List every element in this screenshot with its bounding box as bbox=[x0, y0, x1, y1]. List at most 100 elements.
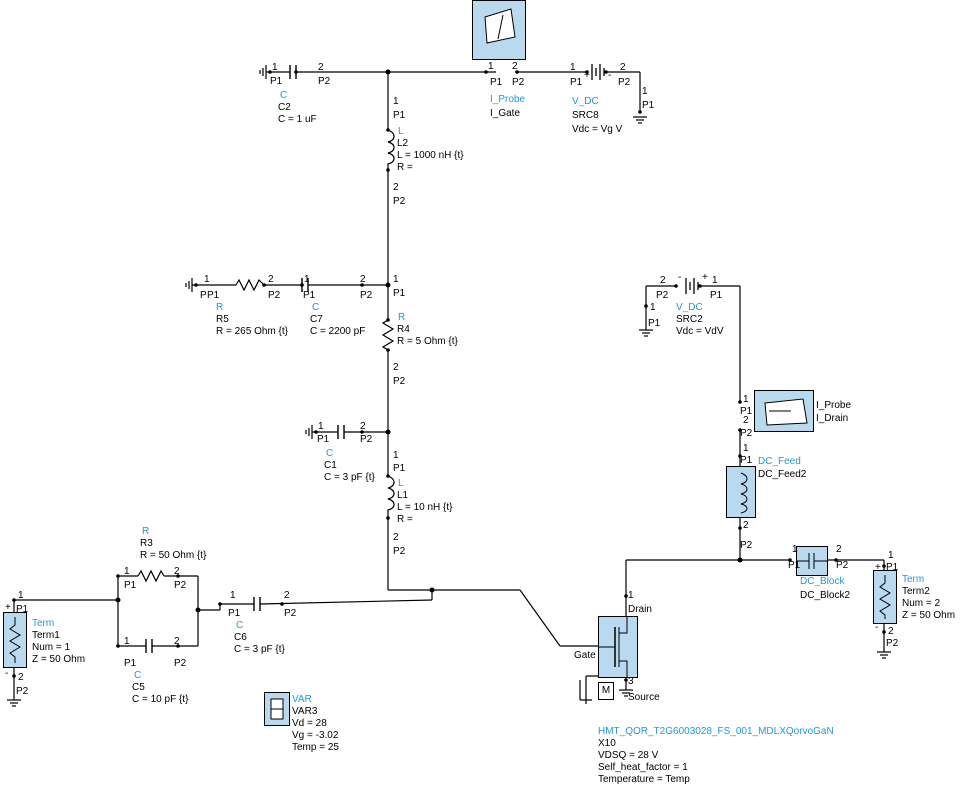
c6-name: C6 bbox=[234, 632, 247, 643]
igate-pin1-num: 1 bbox=[488, 61, 494, 72]
c7-pin1-label: P1 bbox=[303, 290, 316, 301]
r5-pin1-num: 1 bbox=[204, 274, 210, 285]
r5-pin1-label: P1 bbox=[207, 290, 220, 301]
l1-type: L bbox=[398, 478, 404, 489]
l2-pin2-num: 2 bbox=[393, 182, 399, 193]
resistor-icon bbox=[879, 575, 891, 619]
c1-pin1-label: P1 bbox=[317, 434, 330, 445]
term2-type: Term bbox=[902, 574, 925, 585]
c6-type: C bbox=[236, 620, 244, 631]
term2-pin2-label: P2 bbox=[886, 638, 899, 649]
idrain-name: I_Drain bbox=[816, 413, 849, 424]
r5-type: R bbox=[216, 302, 224, 313]
c7-pin2-label: P2 bbox=[360, 290, 373, 301]
l1-pin1-num: 1 bbox=[393, 450, 399, 461]
term2-box[interactable] bbox=[873, 570, 897, 624]
x10-type: HMT_QOR_T2G6003028_FS_001_MDLXQorvoGaN bbox=[598, 726, 834, 737]
c5-type: C bbox=[134, 670, 142, 681]
c5-pin2-label: P2 bbox=[174, 658, 187, 669]
capacitor-icon bbox=[797, 553, 827, 569]
i-probe-gate-box[interactable] bbox=[472, 0, 526, 60]
term1-pin1-num: 1 bbox=[18, 590, 24, 601]
term2-name: Term2 bbox=[902, 586, 930, 597]
r4-top-pin-label: P1 bbox=[393, 288, 406, 299]
r5-pin2-label: P2 bbox=[268, 290, 281, 301]
term2-pin2-num: 2 bbox=[888, 626, 894, 637]
c1-type: C bbox=[326, 448, 334, 459]
idrain-pin1-label: P1 bbox=[740, 406, 753, 417]
x10-source-label: Source bbox=[628, 692, 660, 703]
src2-minus: - bbox=[678, 272, 682, 283]
src2-name: SRC2 bbox=[676, 314, 703, 325]
c7-pin2-num: 2 bbox=[360, 274, 366, 285]
term2-plus: + bbox=[875, 562, 881, 573]
l1-pin1-label: P1 bbox=[393, 463, 406, 474]
var3-type: VAR bbox=[292, 694, 312, 705]
c2-name: C2 bbox=[278, 102, 291, 113]
src2-gnd-num: 1 bbox=[650, 302, 656, 313]
c5-pin1-num: 1 bbox=[124, 636, 130, 647]
l1-r: R = bbox=[397, 514, 413, 525]
src2-pin2-label: P2 bbox=[656, 290, 669, 301]
src8-pin2-num: 2 bbox=[620, 62, 626, 73]
igate-name: I_Gate bbox=[490, 108, 521, 119]
ammeter-icon bbox=[764, 398, 808, 426]
idrain-pin2-label: P2 bbox=[740, 428, 753, 439]
term1-box[interactable] bbox=[3, 612, 27, 668]
term1-plus: + bbox=[5, 602, 11, 613]
src8-gnd-num: 1 bbox=[642, 86, 648, 97]
c2-value: C = 1 uF bbox=[278, 114, 317, 125]
l1-name: L1 bbox=[397, 490, 409, 501]
var3-line-vg: Vg = -3.02 bbox=[292, 730, 339, 741]
c6-pin1-num: 1 bbox=[230, 590, 236, 601]
l2-r: R = bbox=[397, 162, 413, 173]
c2-pin1-label: P1 bbox=[270, 76, 283, 87]
r4-value: R = 5 Ohm {t} bbox=[397, 336, 458, 347]
model-m-box[interactable]: M bbox=[598, 682, 614, 700]
r5-gnd-label: P bbox=[200, 290, 207, 301]
dcfeed-name: DC_Feed2 bbox=[758, 469, 807, 480]
idrain-pin1-num: 1 bbox=[743, 394, 749, 405]
i-probe-drain-box[interactable] bbox=[754, 390, 814, 432]
r3-type: R bbox=[142, 526, 150, 537]
c5-name: C5 bbox=[132, 682, 145, 693]
src8-plus: + bbox=[584, 70, 590, 81]
dcfeed-pin1-num: 1 bbox=[743, 443, 749, 454]
x10-name: X10 bbox=[598, 738, 616, 749]
l2-pin1-label: P1 bbox=[393, 110, 406, 121]
r3-pin2-num: 2 bbox=[174, 566, 180, 577]
src8-name: SRC8 bbox=[572, 110, 599, 121]
dc-feed-box[interactable] bbox=[726, 466, 756, 518]
c5-value: C = 10 pF {t} bbox=[132, 694, 189, 705]
c1-value: C = 3 pF {t} bbox=[324, 472, 375, 483]
term1-pin1-label: P1 bbox=[16, 604, 29, 615]
var3-line-vd: Vd = 28 bbox=[292, 718, 327, 729]
variable-block-icon bbox=[270, 698, 284, 720]
transistor-box[interactable] bbox=[598, 616, 638, 678]
l2-pin2-label: P2 bbox=[393, 196, 406, 207]
igate-type: I_Probe bbox=[490, 94, 526, 105]
term2-pin1-label: P1 bbox=[886, 562, 899, 573]
r4-top-pin-num: 1 bbox=[393, 274, 399, 285]
term1-z: Z = 50 Ohm bbox=[32, 654, 86, 665]
dc-block-box[interactable] bbox=[796, 546, 828, 576]
src8-type: V_DC bbox=[572, 96, 599, 107]
var3-line-temp: Temp = 25 bbox=[292, 742, 339, 753]
var-box[interactable] bbox=[264, 692, 290, 726]
c1-pin2-num: 2 bbox=[360, 421, 366, 432]
dcfeed-pin2-num: 2 bbox=[743, 520, 749, 531]
r3-pin1-label: P1 bbox=[124, 580, 137, 591]
term2-pin1-num: 1 bbox=[888, 550, 894, 561]
dcfeed-pin2-label: P2 bbox=[740, 540, 753, 551]
c7-value: C = 2200 pF bbox=[310, 326, 366, 337]
c5-pin2-num: 2 bbox=[174, 636, 180, 647]
l1-pin2-num: 2 bbox=[393, 532, 399, 543]
l1-value: L = 10 nH {t} bbox=[397, 502, 453, 513]
dcblock-type: DC_Block bbox=[800, 576, 845, 587]
dcfeed-type: DC_Feed bbox=[758, 456, 801, 467]
term1-type: Term bbox=[32, 618, 55, 629]
src2-pin2-num: 2 bbox=[660, 275, 666, 286]
r3-value: R = 50 Ohm {t} bbox=[140, 550, 207, 561]
